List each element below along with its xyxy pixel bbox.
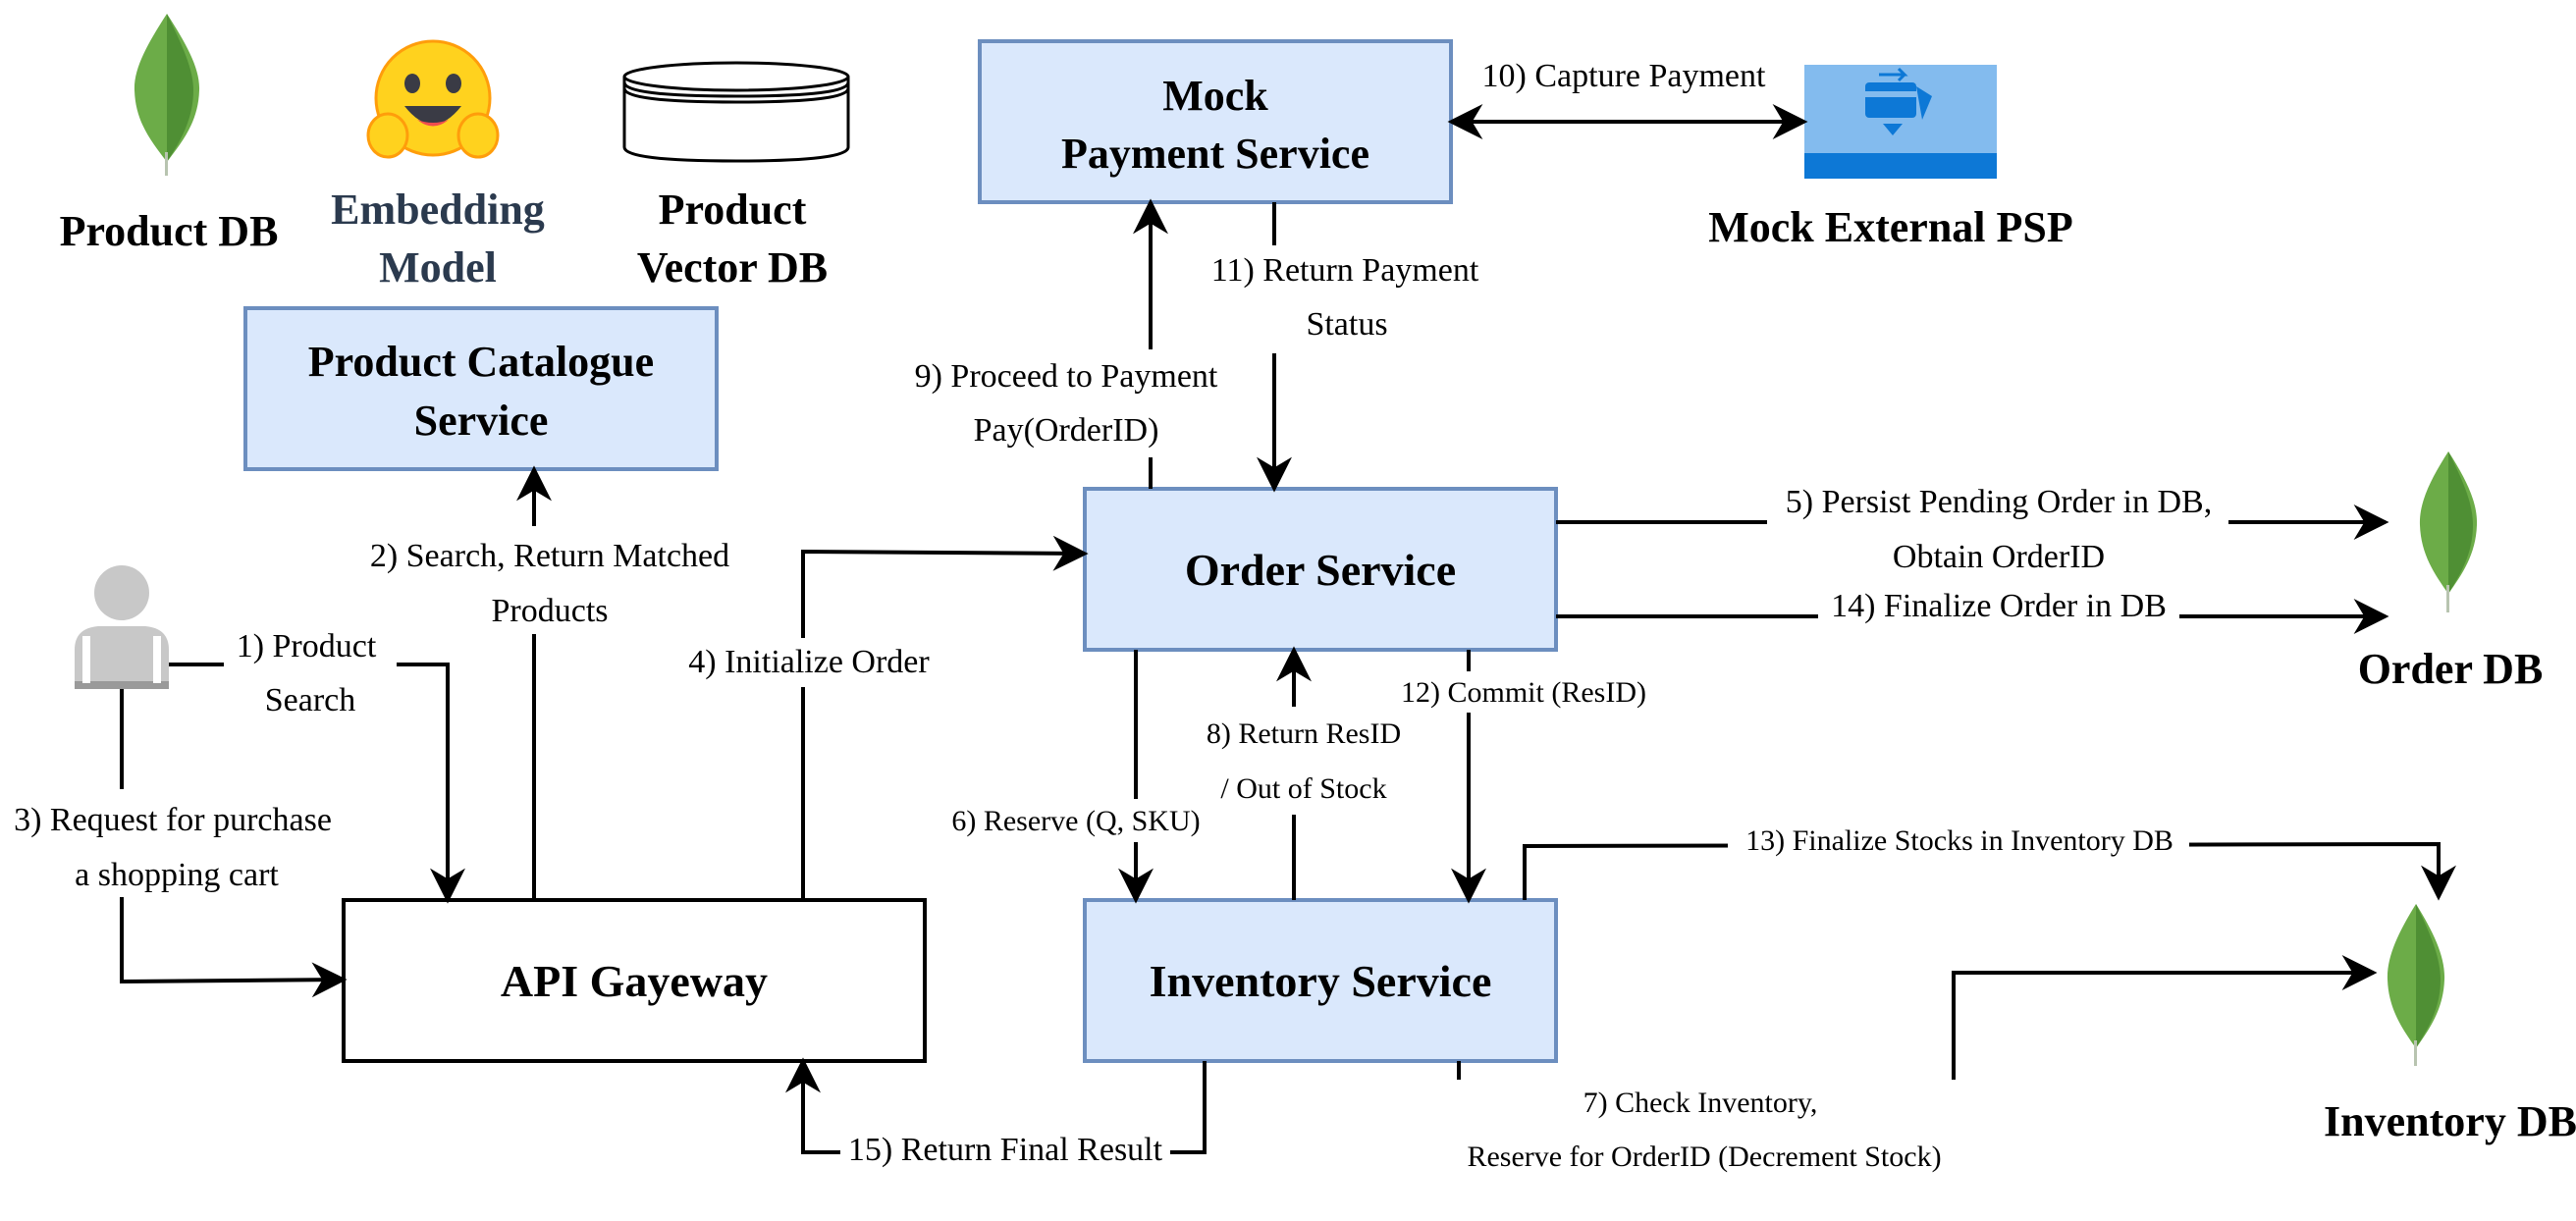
embedding-model-label-1: Embedding (331, 186, 545, 234)
edge-6-label: 6) Reserve (Q, SKU) (951, 805, 1200, 837)
edge-3-label-2: a shopping cart (75, 857, 279, 893)
catalogue-service-title-2: Service (414, 397, 549, 445)
edge-14-label: 14) Finalize Order in DB (1831, 588, 2167, 624)
edge-15-label: 15) Return Final Result (848, 1132, 1163, 1168)
vector-db-label-1: Product (659, 186, 807, 234)
edge-12-label: 12) Commit (ResID) (1401, 676, 1646, 709)
api-gateway-box[interactable]: API Gayeway (342, 898, 927, 1063)
external-psp-icon (1804, 65, 1997, 179)
edge-5-label-2: Obtain OrderID (1893, 539, 2105, 575)
edge-4-initialize-order (801, 535, 1089, 900)
order-service-box[interactable]: Order Service (1083, 487, 1558, 652)
inventory-service-title: Inventory Service (1150, 956, 1492, 1006)
api-gateway-title: API Gayeway (501, 956, 768, 1006)
edge-13-label: 13) Finalize Stocks in Inventory DB (1745, 824, 2174, 857)
vector-db-icon (622, 61, 850, 163)
vector-db-label-2: Vector DB (637, 243, 828, 292)
payment-service-box[interactable]: Mock Payment Service (978, 39, 1453, 204)
inventory-db-label: Inventory DB (2324, 1097, 2576, 1145)
edge-8-label-2: / Out of Stock (1220, 772, 1386, 805)
inventory-db-icon (2387, 904, 2445, 1066)
order-db-icon (2419, 451, 2478, 612)
edge-11-label-2: Status (1306, 306, 1387, 343)
edge-3-purchase-request (120, 689, 348, 998)
edge-2-label-2: Products (492, 593, 609, 629)
order-service-title: Order Service (1185, 545, 1456, 595)
inventory-service-box[interactable]: Inventory Service (1083, 898, 1558, 1063)
product-db-label: Product DB (60, 207, 279, 255)
product-db-icon (134, 14, 200, 176)
user-icon (75, 565, 169, 689)
hugging-face-icon (366, 39, 500, 159)
order-db-label: Order DB (2358, 645, 2544, 693)
edge-3-label-1: 3) Request for purchase (14, 802, 332, 838)
payment-service-title-2: Payment Service (1061, 130, 1369, 178)
payment-service-title-1: Mock (1162, 72, 1268, 120)
edge-10-label: 10) Capture Payment (1482, 58, 1766, 94)
catalogue-service-box[interactable]: Product Catalogue Service (243, 306, 719, 471)
edge-11-label-1: 11) Return Payment (1211, 252, 1479, 289)
edge-5-label-1: 5) Persist Pending Order in DB, (1786, 484, 2212, 520)
edge-7-label-2: Reserve for OrderID (Decrement Stock) (1467, 1141, 1941, 1173)
external-psp-label: Mock External PSP (1708, 203, 2073, 251)
edge-1-label-2: Search (265, 682, 356, 718)
edge-2-label-1: 2) Search, Return Matched (370, 538, 729, 574)
catalogue-service-title-1: Product Catalogue (308, 338, 654, 386)
edge-1-label-1: 1) Product (237, 628, 377, 664)
edge-9-label-1: 9) Proceed to Payment (915, 358, 1218, 395)
embedding-model-label-2: Model (379, 243, 497, 292)
edge-8-label-1: 8) Return ResID (1207, 717, 1401, 750)
edge-9-label-2: Pay(OrderID) (974, 412, 1159, 449)
edge-4-label: 4) Initialize Order (688, 644, 930, 680)
edge-7-label-1: 7) Check Inventory, (1583, 1087, 1818, 1119)
